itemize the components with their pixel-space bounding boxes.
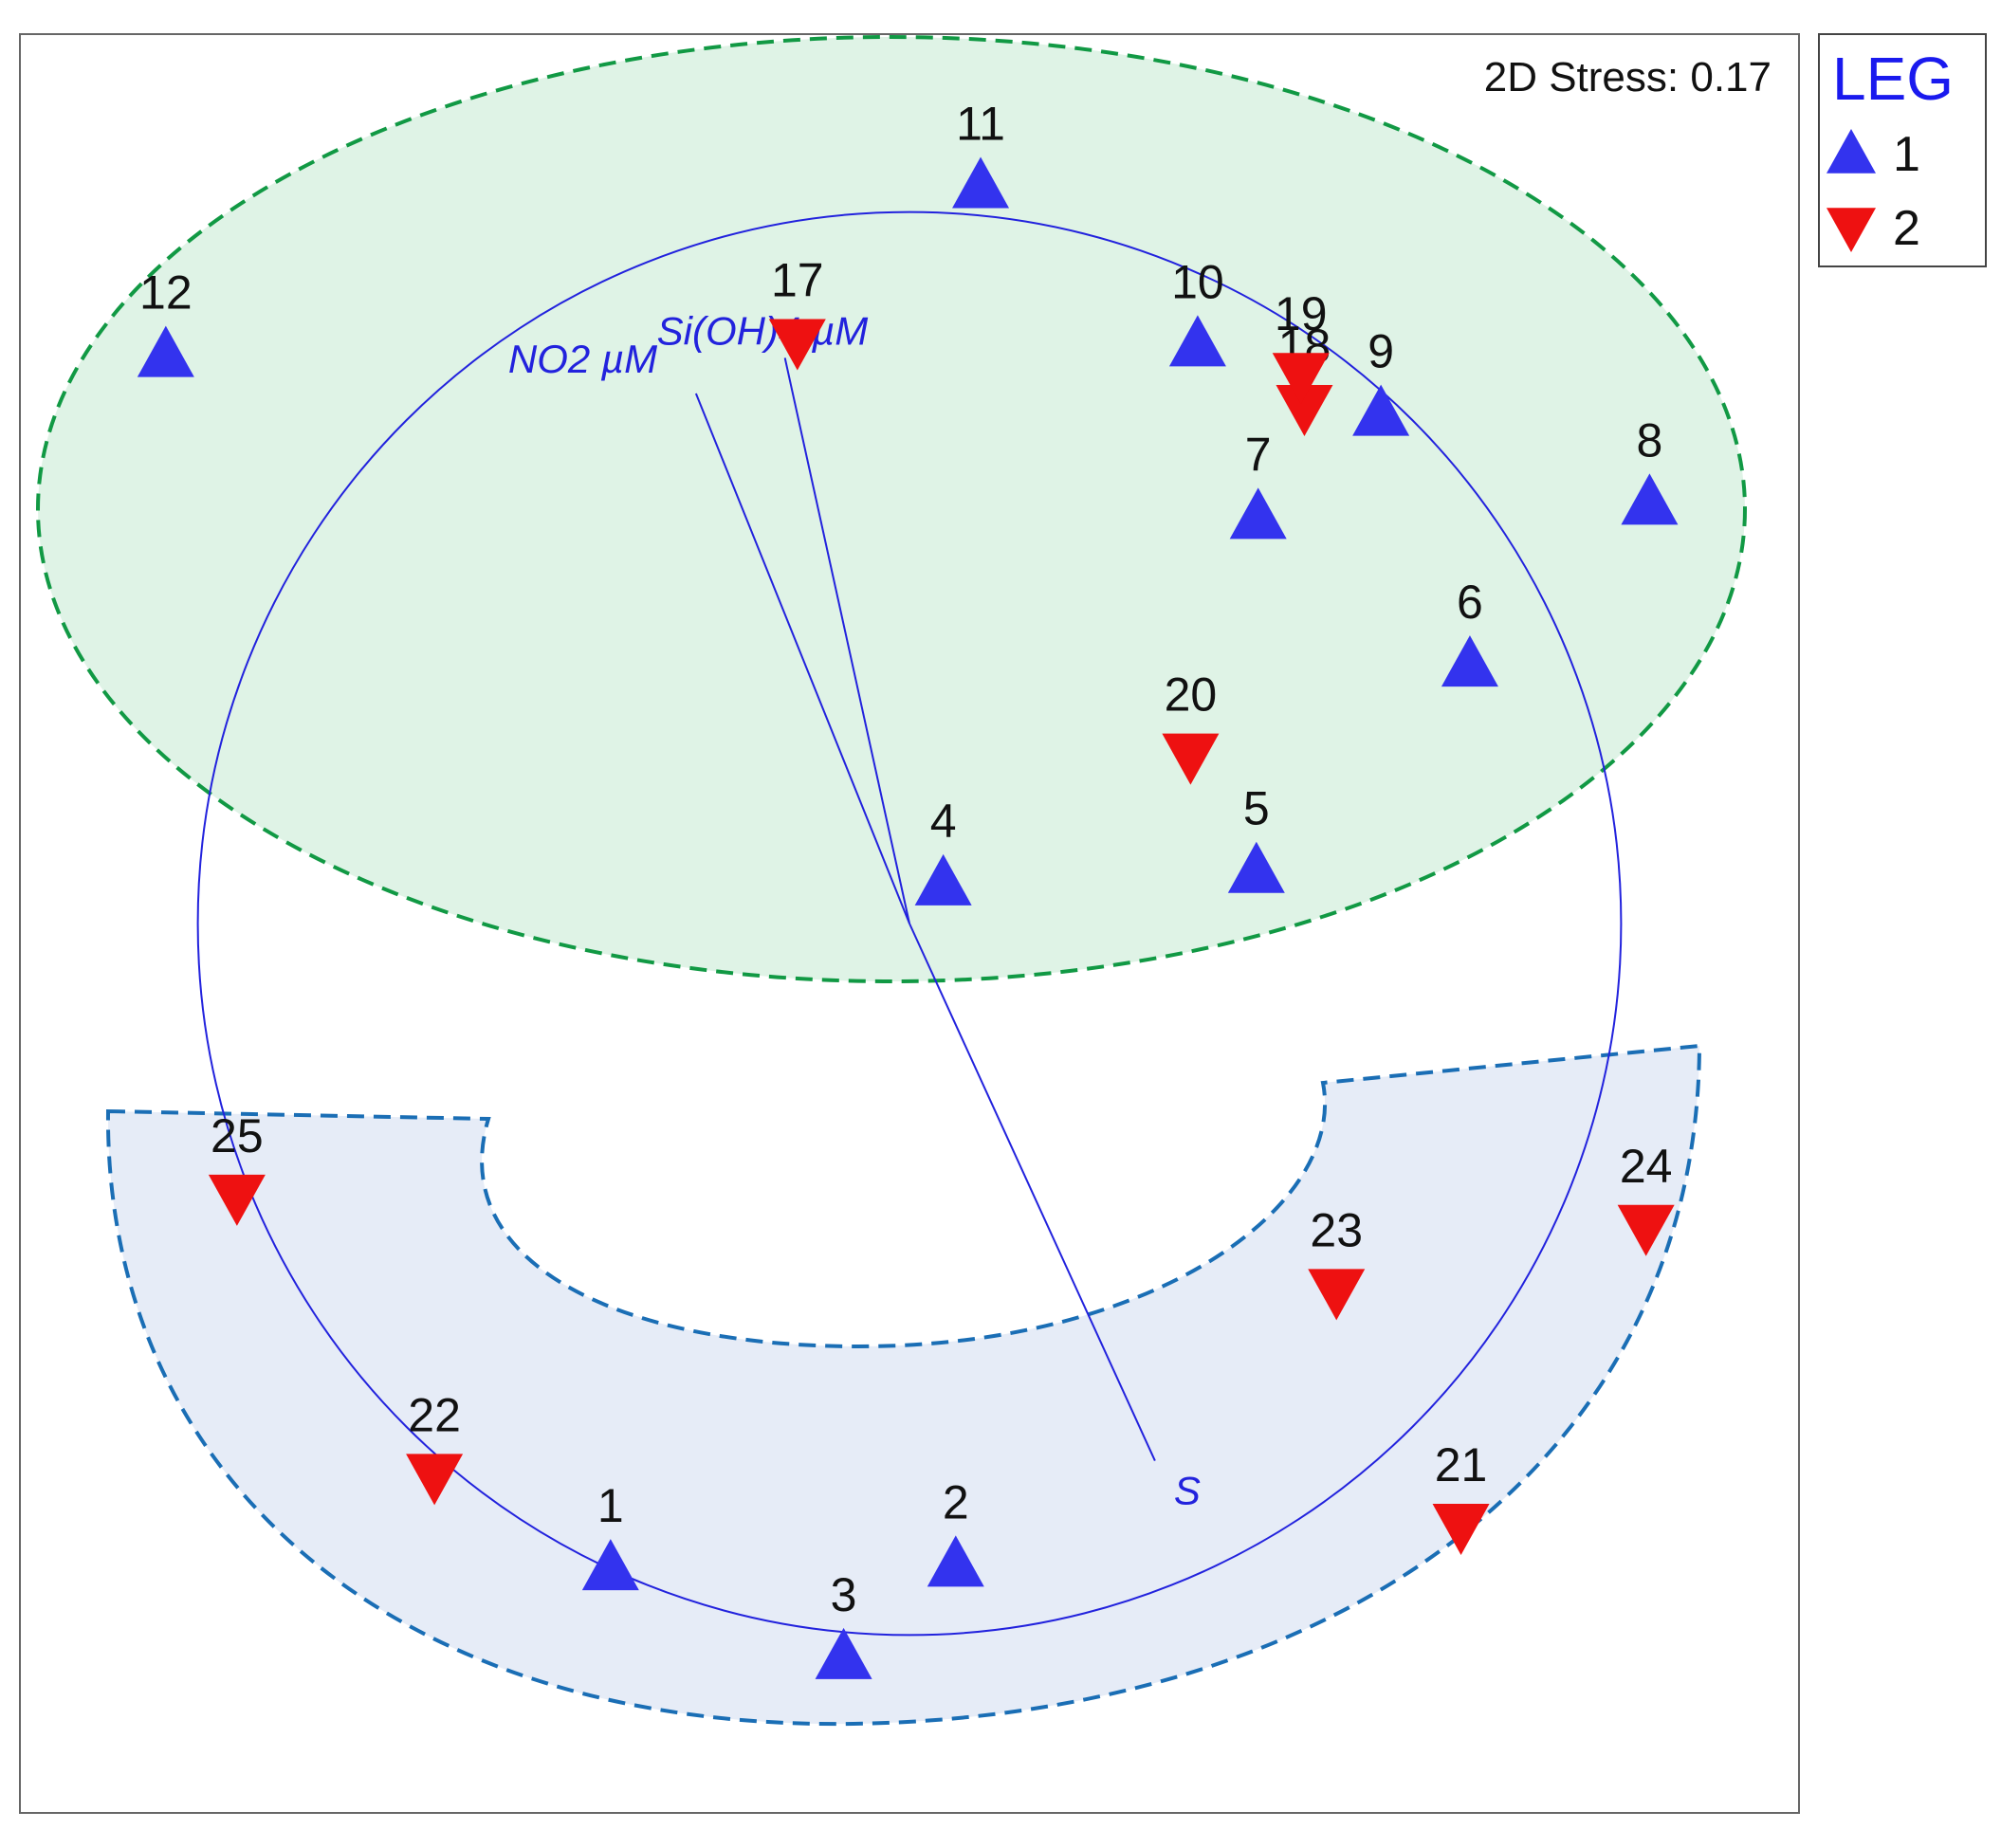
point-marker: [1352, 384, 1410, 436]
point-marker: [1272, 353, 1330, 405]
point-label: 3: [831, 1568, 857, 1621]
vector-line: [909, 923, 1156, 1461]
legend-title: LEG: [1832, 45, 1954, 113]
point-marker: [1621, 473, 1679, 525]
point-marker: [1432, 1503, 1490, 1555]
point-label: 5: [1243, 782, 1270, 835]
point-marker: [1617, 1204, 1675, 1256]
point-label: 7: [1245, 428, 1272, 481]
point-label: 23: [1310, 1203, 1363, 1256]
point-marker: [914, 853, 972, 906]
point-label: 2: [943, 1475, 969, 1528]
point-label: 11: [956, 97, 1005, 150]
point-label: 24: [1620, 1140, 1673, 1193]
vector-line: [783, 357, 910, 924]
point-label: 10: [1171, 255, 1224, 308]
point-label: 22: [408, 1388, 461, 1441]
point-label: 8: [1637, 413, 1663, 467]
vector-circle: [196, 210, 1623, 1637]
point-marker: [815, 1627, 872, 1679]
legend: LEG 1 2: [1818, 33, 1987, 267]
point-marker: [1276, 384, 1333, 436]
point-label: 19: [1275, 287, 1328, 340]
point-label: 25: [211, 1109, 264, 1162]
legend-entry-label: 1: [1893, 127, 1920, 182]
vector-label: S: [1174, 1469, 1201, 1513]
vector-label: Si(OH)4 µM: [657, 308, 869, 353]
point-label: 1: [597, 1479, 624, 1532]
point-marker: [1168, 315, 1226, 367]
stress-label: 2D Stress: 0.17: [1484, 54, 1772, 101]
point-marker: [406, 1454, 464, 1506]
legend-marker: [1827, 208, 1876, 252]
cluster-band-blue: [105, 1043, 1702, 1727]
point-marker: [1162, 733, 1220, 785]
point-marker: [581, 1539, 639, 1591]
point-label: 17: [771, 254, 824, 307]
legend-marker: [1827, 129, 1876, 174]
point-marker: [927, 1535, 984, 1587]
cluster-ellipse-green: [36, 35, 1747, 983]
point-marker: [208, 1174, 266, 1226]
point-marker: [137, 325, 194, 377]
point-marker: [768, 319, 826, 371]
point-label: 6: [1457, 576, 1483, 629]
point-marker: [1229, 487, 1287, 540]
vector-line: [694, 393, 910, 924]
point-label: 4: [930, 795, 957, 848]
legend-entry-label: 2: [1893, 201, 1920, 256]
point-marker: [952, 156, 1010, 209]
cluster-regions: [36, 35, 1747, 1727]
plot-frame: [19, 33, 1800, 1814]
point-marker: [1227, 841, 1285, 893]
point-marker: [1441, 635, 1498, 687]
point-label: 20: [1165, 668, 1218, 722]
vector-label: NO2 µM: [508, 337, 657, 381]
point-label: 12: [139, 266, 193, 320]
point-marker: [1308, 1269, 1366, 1321]
point-label: 9: [1368, 325, 1394, 378]
point-label: 21: [1435, 1438, 1488, 1491]
